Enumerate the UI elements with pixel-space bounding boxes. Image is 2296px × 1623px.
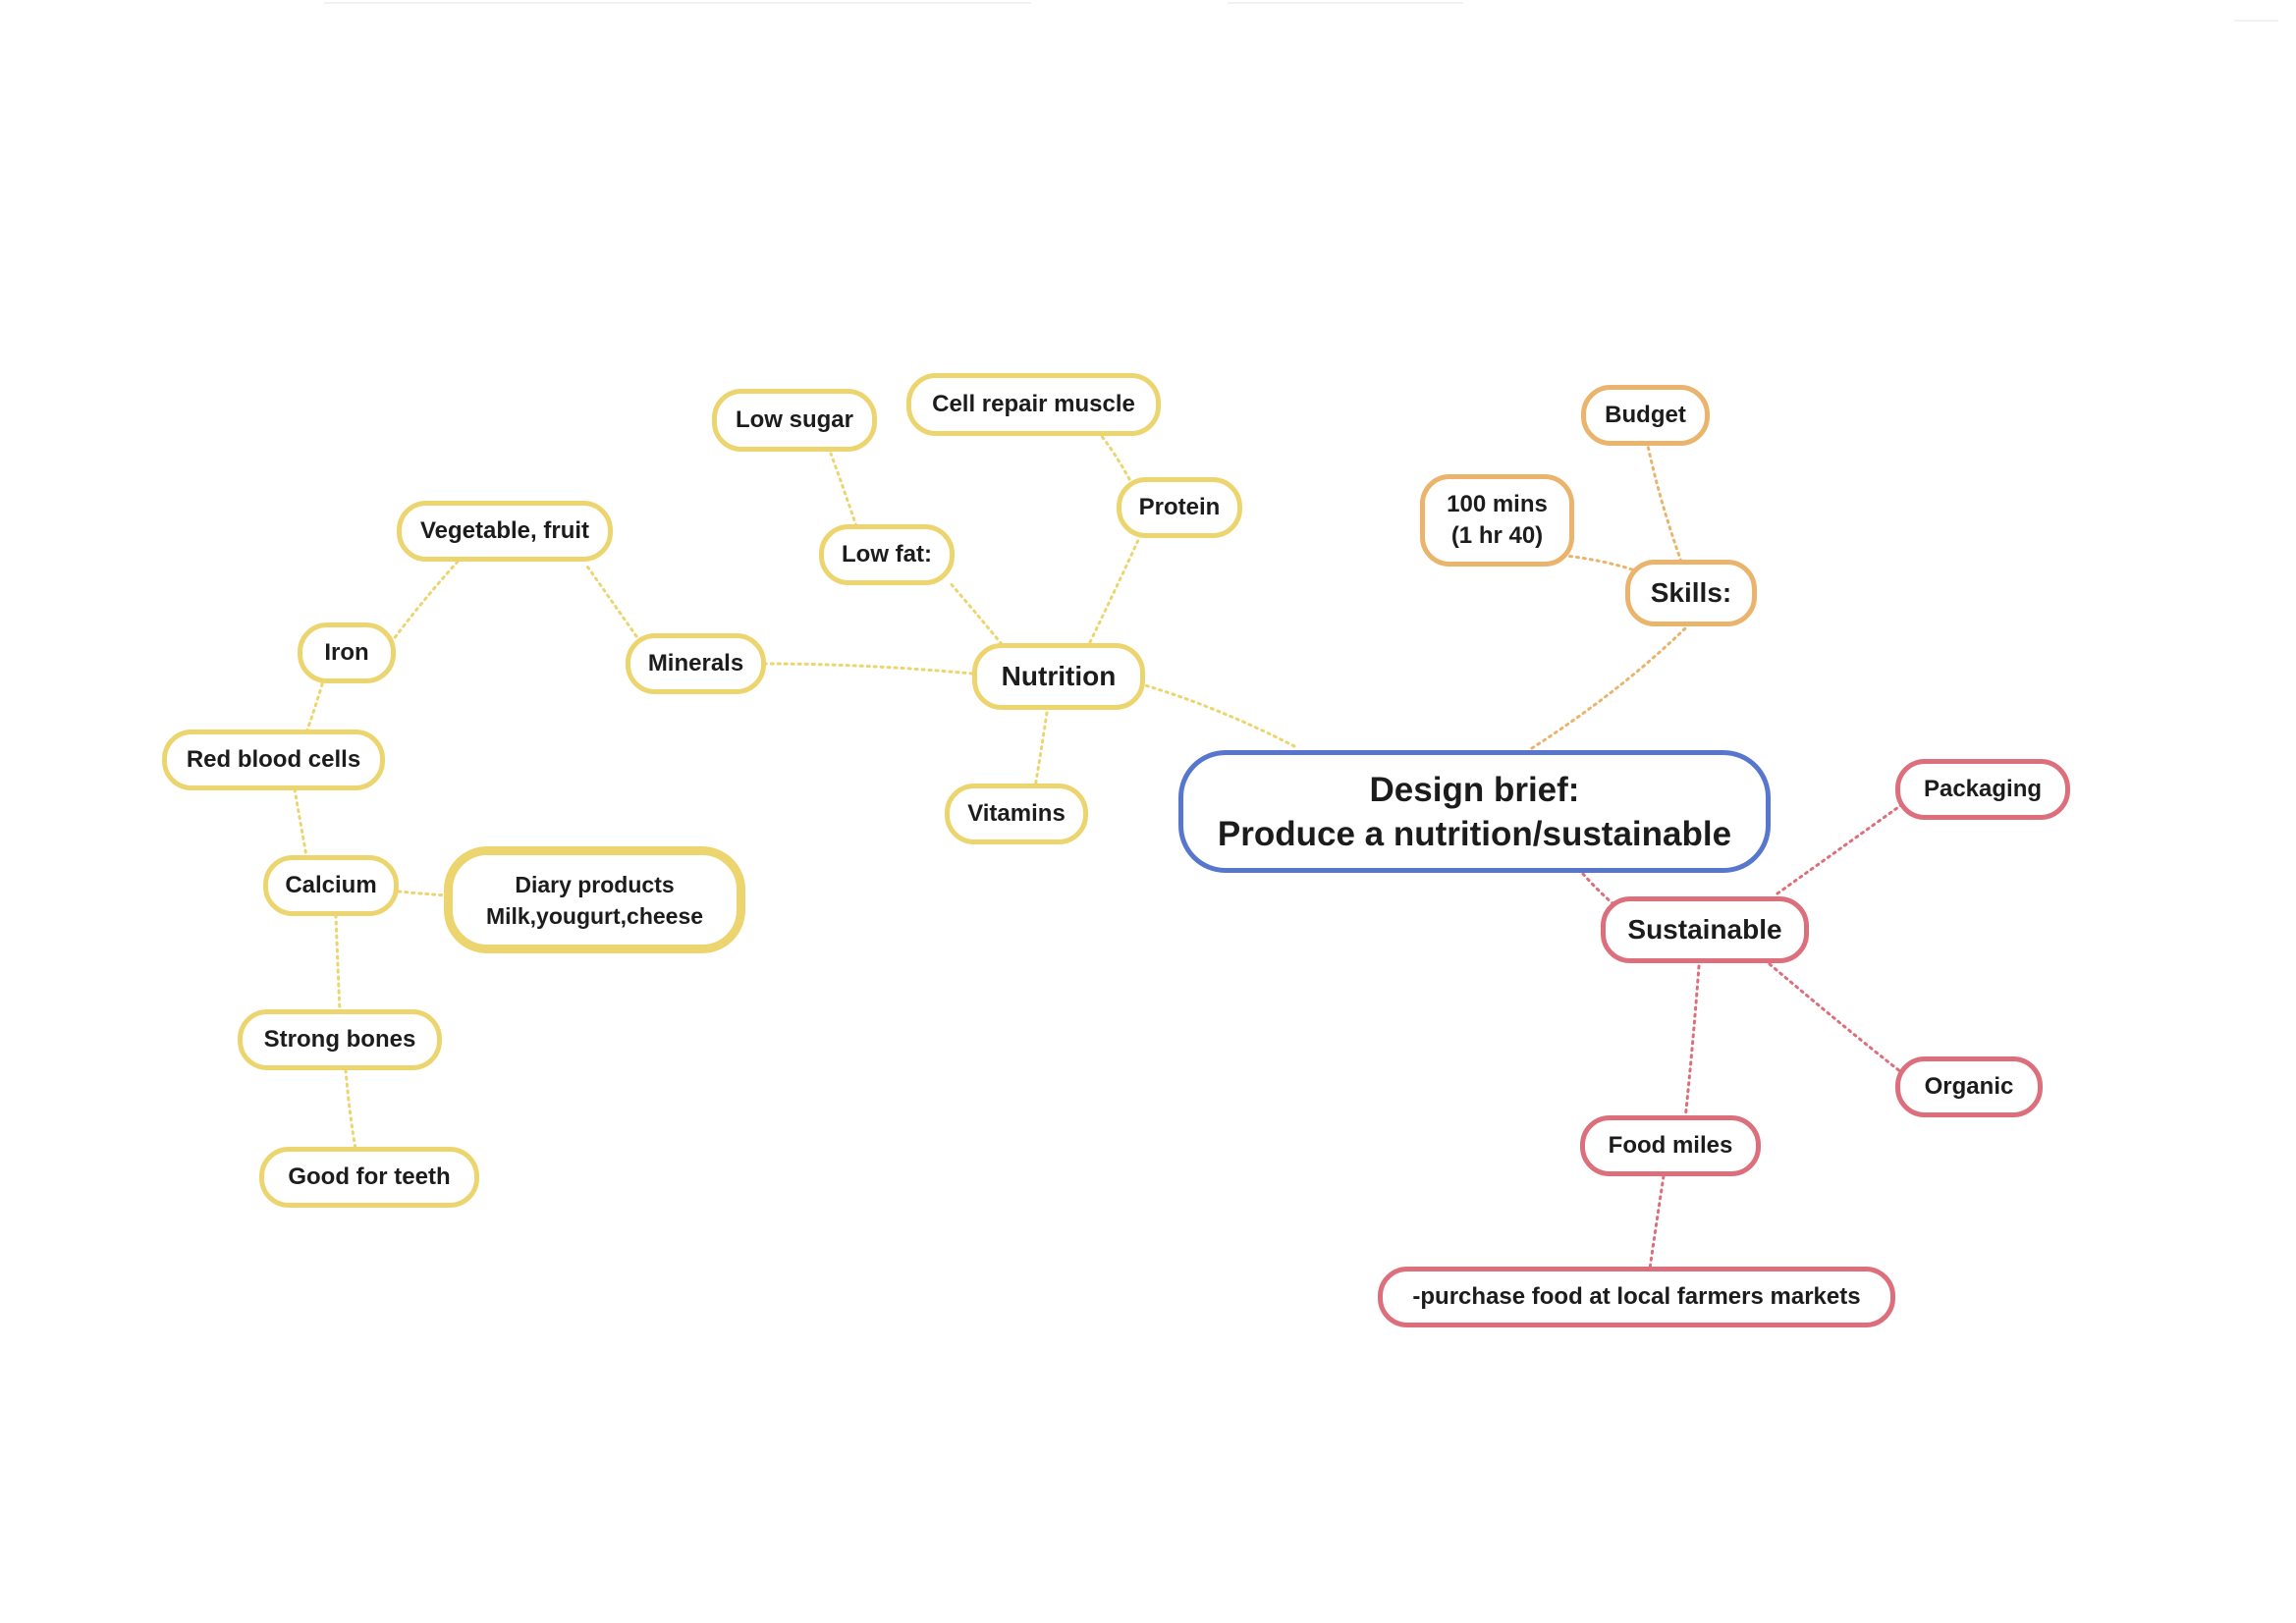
good-for-teeth-node: Good for teeth	[259, 1147, 479, 1208]
link-nutrition-protein	[1088, 536, 1141, 644]
link-skills-budget	[1646, 444, 1683, 564]
time-node: 100 mins (1 hr 40)	[1420, 474, 1574, 567]
packaging-node: Packaging	[1895, 759, 2070, 820]
protein-node: Protein	[1117, 477, 1242, 538]
link-iron-redblood	[304, 676, 326, 734]
scan-artifact	[2234, 20, 2278, 22]
iron-node: Iron	[298, 622, 396, 683]
cell-repair-node: Cell repair muscle	[906, 373, 1161, 436]
link-nutrition-lowfat	[947, 579, 1004, 646]
sustainable-node: Sustainable	[1601, 896, 1809, 963]
scan-artifact	[324, 2, 1031, 4]
minerals-node: Minerals	[626, 633, 766, 694]
central-topic: Design brief: Produce a nutrition/sustai…	[1178, 750, 1771, 873]
strong-bones-node: Strong bones	[238, 1009, 442, 1070]
low-fat-node: Low fat:	[819, 524, 955, 585]
vitamins-node: Vitamins	[945, 784, 1088, 844]
budget-node: Budget	[1581, 385, 1710, 446]
link-nutrition-minerals	[764, 662, 974, 676]
nutrition-node: Nutrition	[972, 643, 1145, 710]
vegetable-fruit-node: Vegetable, fruit	[397, 501, 613, 562]
link-vegfruit-iron	[391, 560, 460, 642]
scan-artifact	[1228, 2, 1463, 4]
link-sustainable-packaging	[1776, 803, 1903, 895]
link-strongbones-teeth	[344, 1068, 357, 1151]
dairy-products-line-1: Diary products	[515, 871, 675, 897]
link-protein-cellrepair	[1098, 432, 1131, 481]
link-central-skills	[1530, 626, 1687, 750]
link-sustainable-foodmiles	[1683, 964, 1701, 1121]
red-blood-cells-node: Red blood cells	[162, 730, 385, 790]
link-skills-time	[1563, 554, 1634, 571]
farmers-markets-node: -purchase food at local farmers markets	[1378, 1267, 1895, 1327]
skills-node: Skills:	[1625, 560, 1757, 626]
organic-node: Organic	[1895, 1056, 2043, 1117]
time-line-1: 100 mins	[1447, 491, 1548, 517]
link-foodmiles-markets	[1648, 1174, 1666, 1271]
link-sustainable-organic	[1768, 962, 1903, 1074]
dairy-products-line-2: Milk,yougurt,cheese	[485, 902, 704, 929]
link-redblood-calcium	[293, 787, 308, 858]
link-lowfat-lowsugar	[829, 452, 858, 528]
link-central-nutrition	[1143, 683, 1296, 748]
food-miles-node: Food miles	[1580, 1115, 1761, 1176]
calcium-node: Calcium	[263, 855, 399, 916]
link-minerals-vegfruit	[583, 562, 638, 638]
time-line-2: (1 hr 40)	[1450, 522, 1544, 549]
link-nutrition-vitamins	[1033, 711, 1049, 789]
link-central-sustainable	[1581, 872, 1614, 905]
low-sugar-node: Low sugar	[712, 389, 877, 452]
link-calcium-strongbones	[334, 913, 342, 1013]
central-topic-line-1: Design brief:	[1369, 770, 1580, 809]
central-topic-line-2: Produce a nutrition/sustainable	[1217, 814, 1732, 853]
dairy-products-node: Diary products Milk,yougurt,cheese	[444, 846, 745, 953]
link-calcium-dairy	[397, 890, 448, 897]
